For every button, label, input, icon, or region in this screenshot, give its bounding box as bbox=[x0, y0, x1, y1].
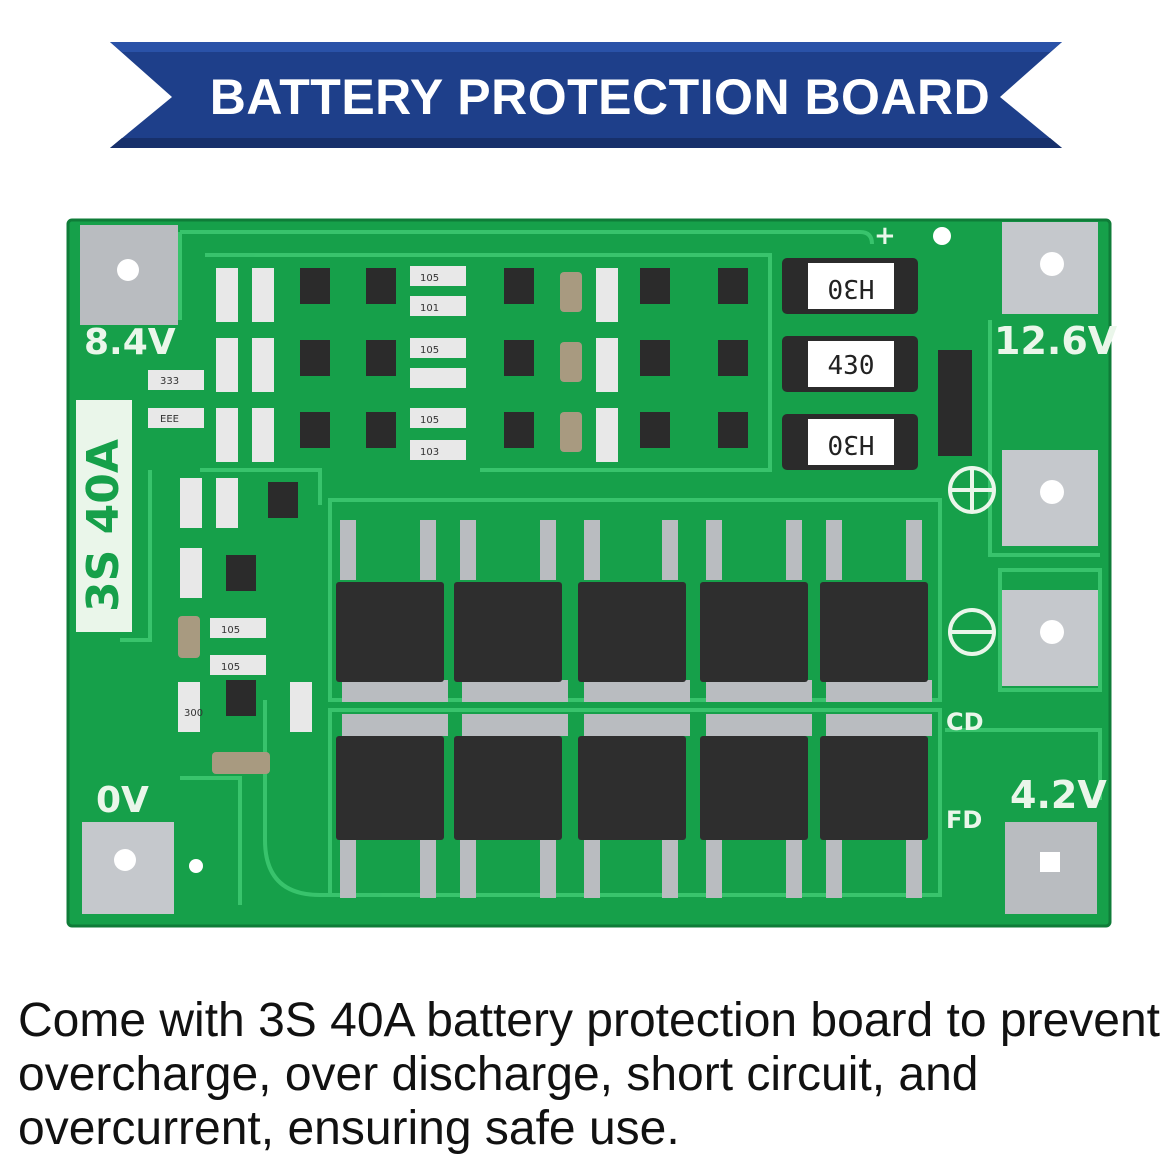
pcb-board-image: 8.4V 12.6V 0V 4.2V CD FD + 3S 40A H30 43… bbox=[66, 218, 1118, 928]
resistor-code: EEE bbox=[160, 414, 179, 425]
mount-pad-4v2 bbox=[1005, 822, 1097, 914]
label-12v6: 12.6V bbox=[994, 319, 1118, 363]
shunt-resistor-bottom bbox=[782, 414, 918, 470]
resistor-code: 333 bbox=[160, 376, 179, 387]
label-rating: 3S 40A bbox=[78, 439, 129, 612]
banner-ribbon bbox=[110, 42, 1062, 148]
label-plus: + bbox=[874, 221, 896, 251]
caption-text: Come with 3S 40A battery protection boar… bbox=[18, 994, 1160, 1155]
mosfet-row-bottom bbox=[336, 714, 932, 898]
mount-pad-12v6 bbox=[1002, 222, 1098, 314]
label-8v4: 8.4V bbox=[84, 322, 176, 363]
mount-pad-8v4 bbox=[80, 225, 178, 325]
resistor-code: 105 bbox=[221, 625, 240, 636]
label-cd: CD bbox=[946, 708, 984, 736]
resistor-code: 105 bbox=[420, 273, 439, 284]
label-4v2: 4.2V bbox=[1010, 773, 1107, 817]
resistor-code: 101 bbox=[420, 303, 439, 314]
mount-pad-0v bbox=[82, 822, 174, 914]
resistor-code: 105 bbox=[420, 415, 439, 426]
shunt-code-top: H30 bbox=[828, 273, 875, 303]
shunt-code-bottom: H30 bbox=[828, 429, 875, 459]
resistor-code: 103 bbox=[420, 447, 439, 458]
rating-label-box: 3S 40A bbox=[76, 400, 132, 632]
mount-pad-mid-1 bbox=[1002, 450, 1098, 546]
banner-title: BATTERY PROTECTION BOARD bbox=[209, 69, 991, 125]
label-0v: 0V bbox=[96, 780, 149, 821]
resistor-code: 105 bbox=[221, 662, 240, 673]
label-fd: FD bbox=[946, 806, 982, 834]
resistor-code: 105 bbox=[420, 345, 439, 356]
shunt-code-middle: 430 bbox=[828, 351, 875, 381]
resistor-code: 300 bbox=[184, 708, 203, 719]
mount-pad-mid-2 bbox=[1002, 590, 1098, 686]
diode bbox=[938, 350, 972, 456]
shunt-resistor-middle bbox=[782, 336, 918, 392]
shunt-resistor-top bbox=[782, 258, 918, 314]
mosfet-row-top bbox=[336, 520, 932, 702]
